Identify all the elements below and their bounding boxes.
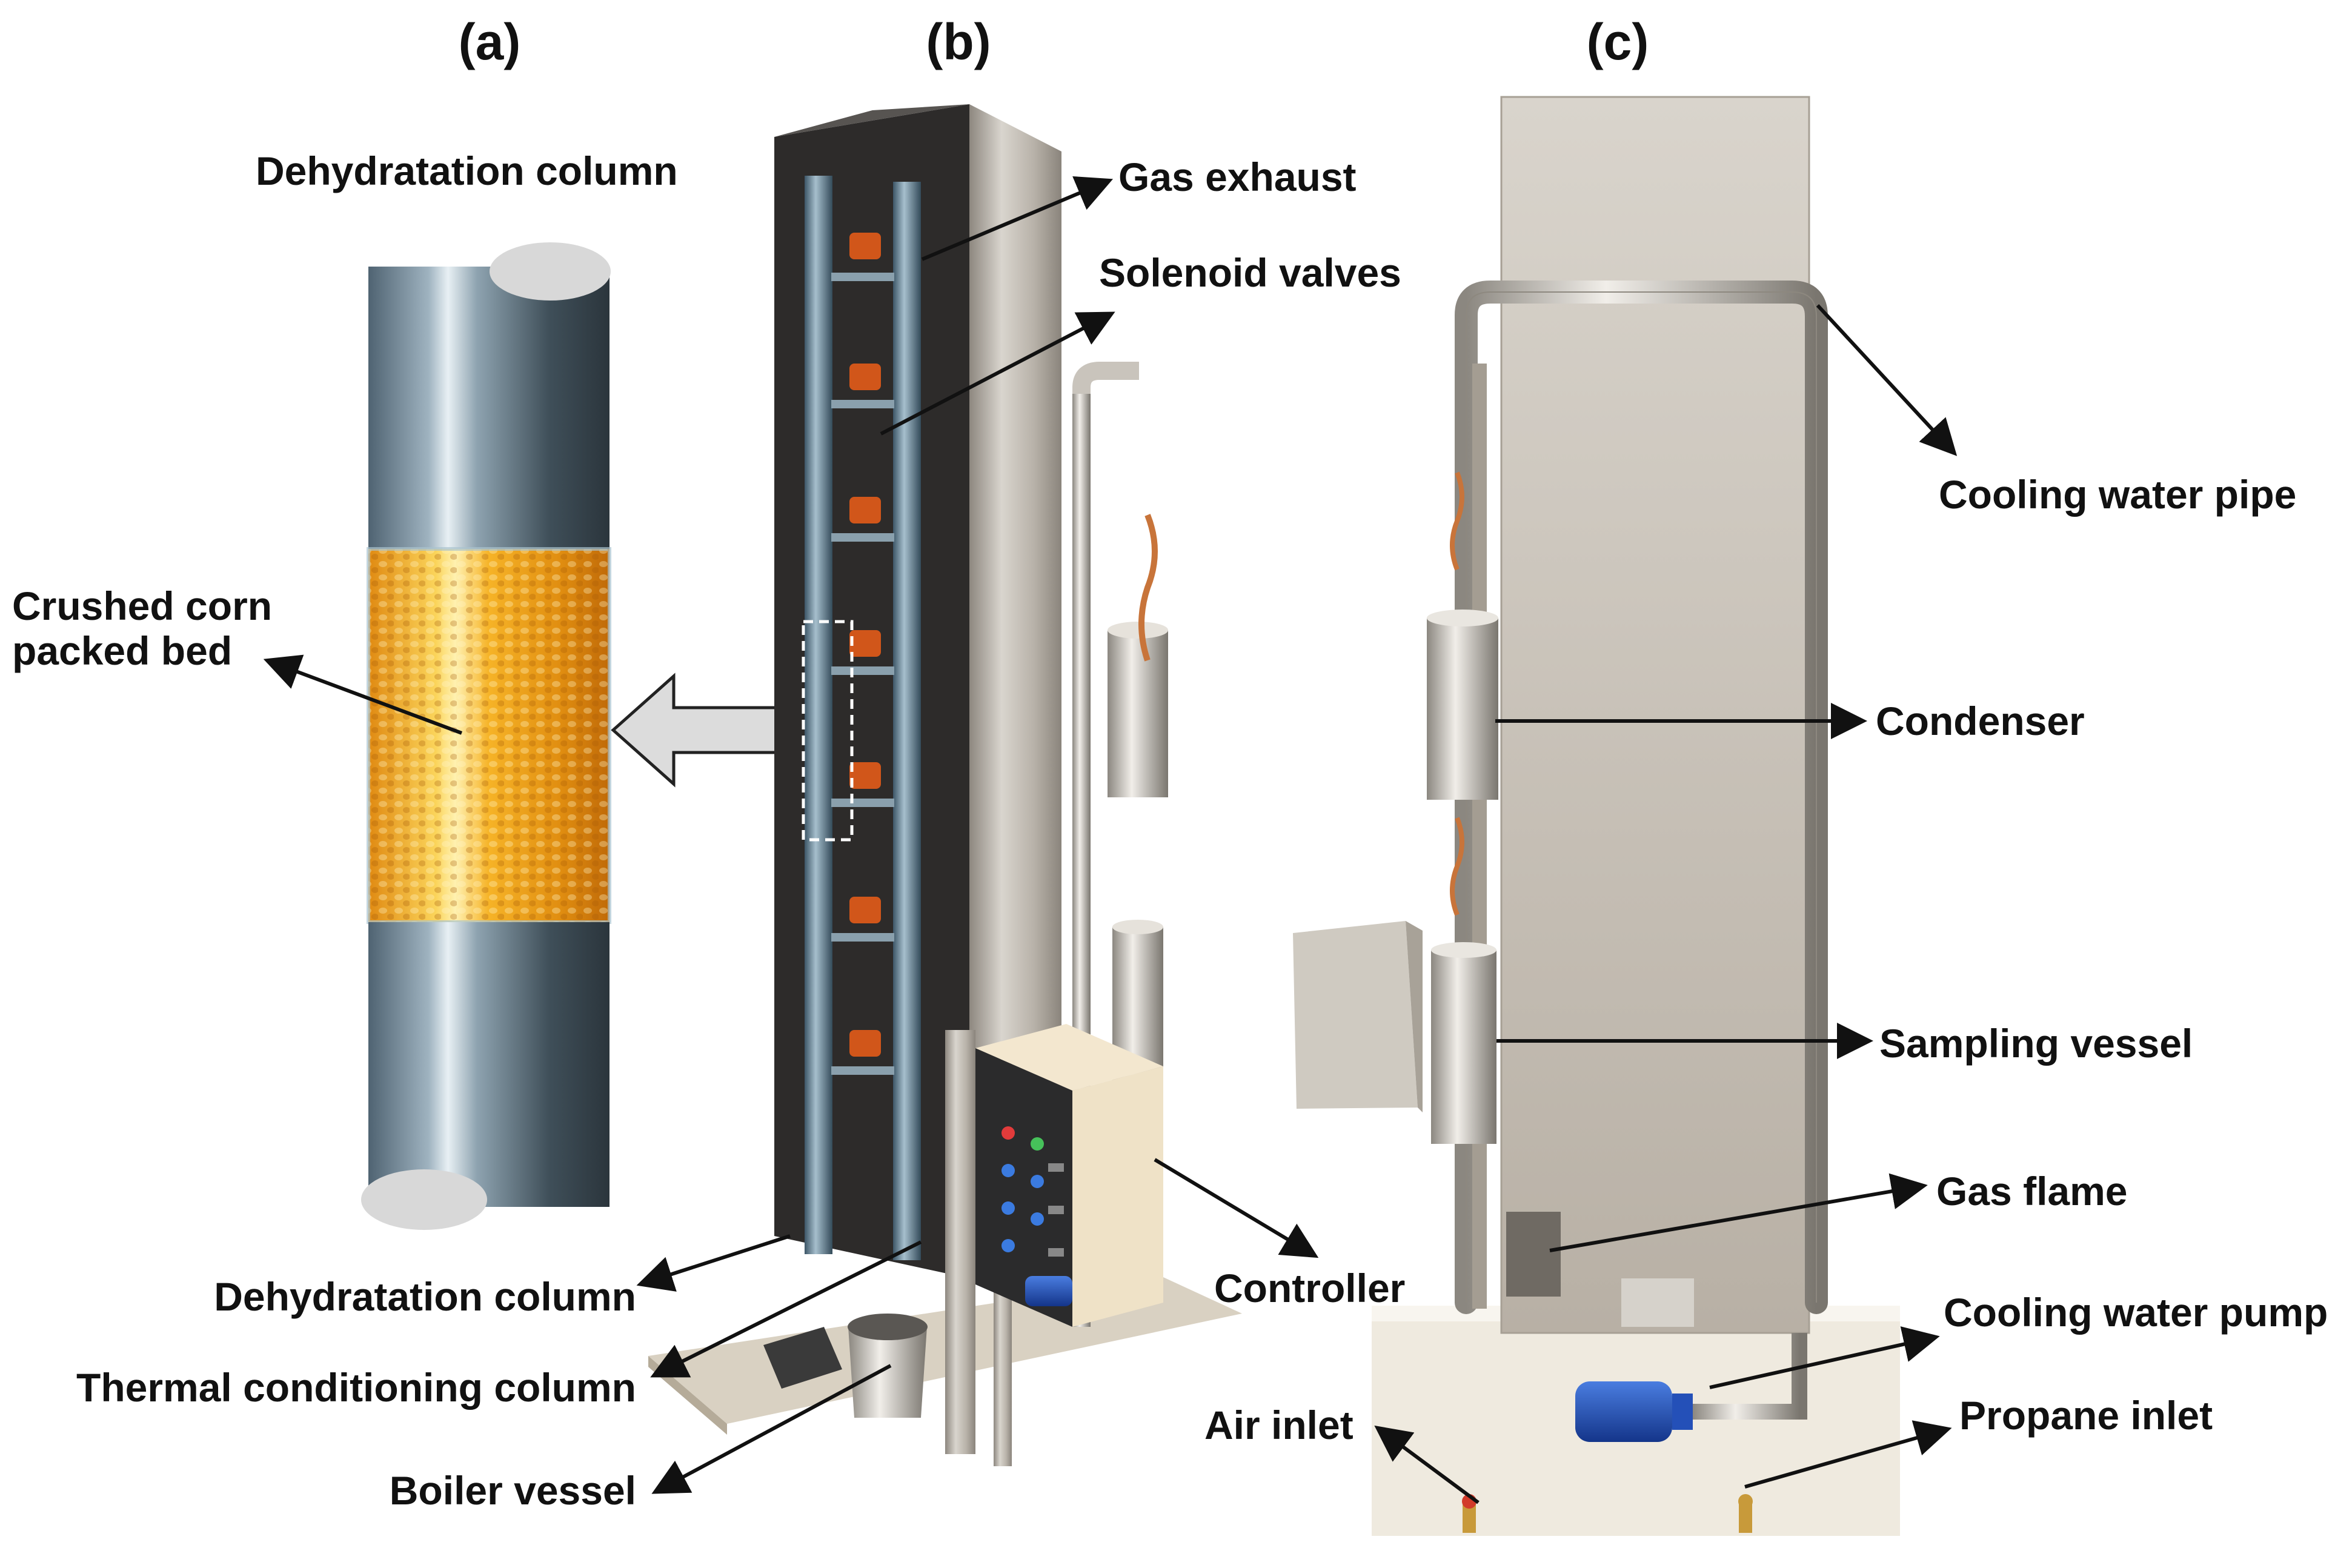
panel-c-label: (c) (1586, 13, 1649, 70)
label-propane-inlet: Propane inlet (1959, 1393, 2213, 1438)
label-solenoid-valves: Solenoid valves (1099, 250, 1401, 295)
label-boiler-vessel: Boiler vessel (389, 1468, 636, 1513)
panel-b-label: (b) (926, 13, 991, 70)
panel-c-apparatus (1293, 96, 1900, 1536)
label-cooling-water-pipe: Cooling water pipe (1939, 472, 2297, 517)
callout-arrows (263, 176, 1958, 1504)
label-a-title: Dehydratation column (256, 148, 678, 193)
panel-a-label: (a) (458, 13, 521, 70)
label-cooling-water-pump: Cooling water pump (1944, 1290, 2328, 1335)
label-sampling-vessel: Sampling vessel (1879, 1021, 2193, 1066)
zoom-region (802, 620, 854, 842)
panel-a-column (361, 242, 611, 1230)
label-crushed-corn-bed: Crushed corn packed bed (12, 583, 273, 673)
label-air-inlet: Air inlet (1204, 1403, 1354, 1447)
label-controller: Controller (1214, 1266, 1406, 1311)
label-gas-exhaust: Gas exhaust (1118, 154, 1357, 199)
label-condenser: Condenser (1876, 699, 2085, 743)
label-gas-flame: Gas flame (1936, 1169, 2128, 1214)
label-dehydration-column: Dehydratation column (214, 1274, 636, 1319)
valve-ladder (831, 233, 894, 1075)
label-thermal-conditioning-column: Thermal conditioning column (76, 1365, 636, 1410)
controller-buttons (1001, 1126, 1064, 1257)
panel-b-apparatus (648, 104, 1242, 1466)
